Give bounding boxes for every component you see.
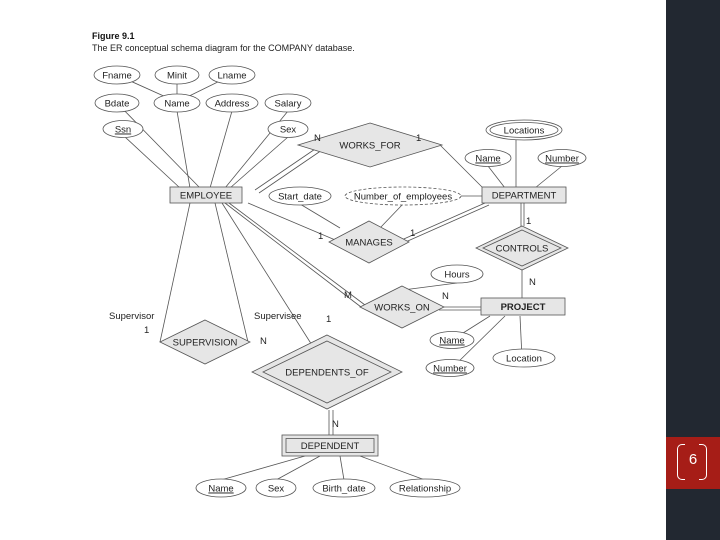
svg-text:Name: Name [164, 99, 189, 110]
svg-text:Relationship: Relationship [399, 484, 451, 495]
svg-text:DEPENDENT: DEPENDENT [301, 441, 360, 452]
svg-text:Minit: Minit [167, 71, 187, 82]
entity-project: PROJECT [480, 297, 566, 316]
attr-location: Location [492, 348, 556, 368]
svg-text:PROJECT: PROJECT [501, 302, 546, 313]
card-controls-dept: 1 [526, 216, 531, 227]
svg-text:Name: Name [208, 484, 233, 495]
svg-text:Salary: Salary [275, 99, 302, 110]
attr-hours: Hours [430, 264, 484, 284]
svg-text:Locations: Locations [504, 126, 545, 137]
svg-text:Hours: Hours [444, 270, 470, 281]
page-number-badge [666, 437, 720, 489]
connector-lines [116, 74, 563, 481]
attr-dep-name: Name [195, 478, 247, 498]
attr-relationship: Relationship [389, 478, 461, 498]
svg-text:Birth_date: Birth_date [322, 484, 365, 495]
relationship-controls: CONTROLS [475, 225, 569, 271]
attr-start-date: Start_date [268, 186, 332, 206]
svg-text:Name: Name [439, 336, 464, 347]
entity-department: DEPARTMENT [481, 186, 567, 204]
attr-number-of-employees: Number_of_employees [344, 186, 462, 206]
attr-address: Address [205, 93, 259, 113]
card-manages-dept: 1 [410, 228, 415, 239]
attr-emp-sex: Sex [267, 120, 309, 138]
entity-employee: EMPLOYEE [169, 186, 243, 204]
svg-text:DEPENDENTS_OF: DEPENDENTS_OF [285, 368, 369, 379]
relationship-works-on: WORKS_ON [359, 285, 445, 329]
card-works-for-emp: N [314, 133, 321, 144]
svg-text:Location: Location [506, 354, 542, 365]
relationship-works-for: WORKS_FOR [296, 122, 444, 168]
svg-text:Address: Address [215, 99, 250, 110]
figure-caption: The ER conceptual schema diagram for the… [92, 43, 355, 53]
svg-text:Sex: Sex [268, 484, 285, 495]
attr-ssn: Ssn [102, 120, 144, 138]
attr-dept-name: Name [464, 149, 512, 167]
attr-proj-name: Name [429, 331, 475, 349]
svg-text:Sex: Sex [280, 125, 297, 136]
svg-text:Bdate: Bdate [105, 99, 130, 110]
svg-text:DEPARTMENT: DEPARTMENT [492, 191, 557, 202]
svg-text:Ssn: Ssn [115, 125, 131, 136]
card-works-on-emp: M [344, 290, 352, 301]
svg-text:WORKS_ON: WORKS_ON [374, 303, 430, 314]
svg-text:Name: Name [475, 154, 500, 165]
svg-text:CONTROLS: CONTROLS [496, 244, 549, 255]
svg-text:Start_date: Start_date [278, 192, 322, 203]
attr-dep-sex: Sex [255, 478, 297, 498]
svg-text:Number_of_employees: Number_of_employees [354, 192, 452, 203]
attr-emp-name: Name [153, 93, 201, 113]
svg-text:Number: Number [433, 364, 467, 375]
entity-dependent: DEPENDENT [281, 434, 379, 457]
card-works-for-dept: 1 [416, 133, 421, 144]
attr-salary: Salary [264, 93, 312, 113]
attr-locations: Locations [485, 119, 563, 141]
attr-proj-number: Number [425, 359, 475, 377]
svg-text:Lname: Lname [217, 71, 246, 82]
attr-dept-number: Number [537, 149, 587, 167]
role-supervisee: Supervisee [254, 311, 302, 322]
figure-title: Figure 9.1 [92, 31, 135, 41]
attr-bdate: Bdate [94, 93, 140, 113]
card-manages-emp: 1 [318, 231, 323, 242]
card-dependents-emp: 1 [326, 314, 331, 325]
svg-text:SUPERVISION: SUPERVISION [173, 338, 238, 349]
card-works-on-proj: N [442, 291, 449, 302]
bracket-left-icon [677, 444, 685, 480]
page-number: 6 [688, 451, 698, 468]
attr-birth-date: Birth_date [312, 478, 376, 498]
card-controls-proj: N [529, 277, 536, 288]
attr-lname: Lname [208, 65, 256, 85]
svg-text:MANAGES: MANAGES [345, 238, 393, 249]
card-dependents-dep: N [332, 419, 339, 430]
attr-minit: Minit [154, 65, 200, 85]
svg-text:EMPLOYEE: EMPLOYEE [180, 191, 232, 202]
bracket-right-icon [699, 444, 707, 480]
role-supervisor: Supervisor [109, 311, 154, 322]
svg-text:Number: Number [545, 154, 579, 165]
relationship-dependents-of: DEPENDENTS_OF [251, 334, 403, 410]
card-supervision-sub: N [260, 336, 267, 347]
attr-fname: Fname [93, 65, 141, 85]
svg-text:WORKS_FOR: WORKS_FOR [339, 141, 400, 152]
card-supervision-sup: 1 [144, 325, 149, 336]
relationship-supervision: SUPERVISION [159, 319, 251, 365]
relationship-manages: MANAGES [328, 220, 410, 264]
svg-text:Fname: Fname [102, 71, 132, 82]
